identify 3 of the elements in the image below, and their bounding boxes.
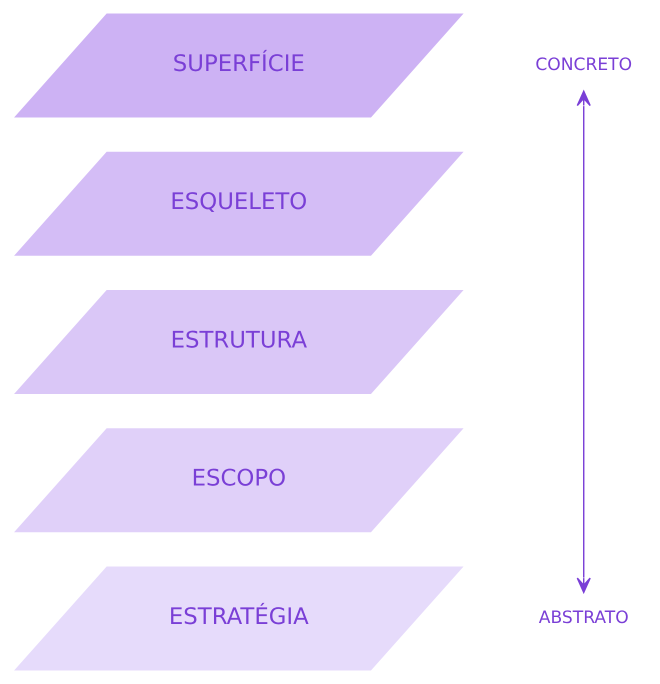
node-text: CONCRETO	[535, 54, 632, 75]
node-text: ABSTRATO	[538, 608, 629, 628]
arrow	[576, 90, 591, 594]
